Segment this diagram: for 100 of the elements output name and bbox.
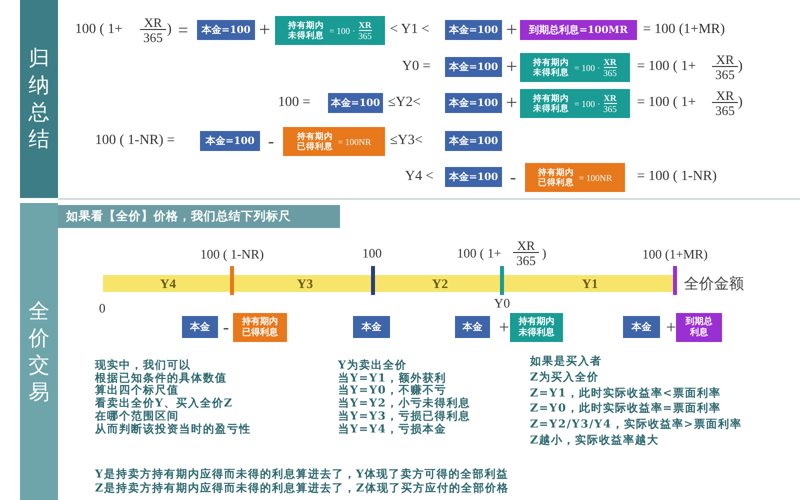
box-text: 持有期内已得利息 — [296, 132, 334, 152]
fraction-denominator: 365 — [603, 68, 617, 78]
fraction-denominator: 365 — [142, 31, 164, 44]
sidebar-band: 全价交易 — [20, 203, 58, 500]
formula-box: 本金=100 — [328, 93, 383, 113]
formula-text: ≤Y2< — [388, 96, 421, 110]
formula-box: 本金 — [455, 316, 490, 338]
note-line: 从而判断该投资当时的盈亏性 — [95, 423, 251, 434]
note-line: 如果是买入者 — [530, 356, 602, 366]
note-line: Y为卖出全价 — [338, 360, 407, 370]
formula-text: = 100 ( 1+ — [637, 60, 696, 74]
formula-text: = 100 · — [574, 98, 600, 108]
formula-text: = 100 · — [574, 62, 600, 72]
formula-text: 100 — [362, 246, 382, 260]
formula-box: 本金=100 — [445, 20, 502, 40]
formula-text: Y0 = — [402, 60, 431, 74]
box-text: 持有期内未得利息 — [533, 58, 570, 78]
formula-text: ) — [738, 96, 743, 110]
formula-text: = 100 ( 1+ — [637, 96, 696, 110]
formula-text: ) — [738, 60, 743, 74]
segment-label: Y4 — [160, 276, 176, 292]
formula-box: 本金 — [623, 316, 660, 338]
operator-sign: + — [666, 318, 676, 336]
formula-text: 100 (1+MR) — [642, 248, 708, 260]
formula-text: 100 ( 1+ — [75, 23, 123, 37]
formula-text: = 100NR — [578, 172, 612, 182]
formula-text: 100 ( 1-NR) = — [95, 134, 175, 148]
scale-bar — [103, 275, 673, 292]
formula-text: ≤Y3< — [390, 134, 423, 148]
note-line: Y是持卖方持有期内应得而未得的利息算进去了，Y体现了卖方可得的全部利益 — [95, 468, 509, 480]
formula-box: 本金=100 — [200, 131, 260, 151]
note-line: 根据已知条件的具体数值 — [95, 372, 227, 384]
note-line: 当Y=Y3，亏损已得利息 — [338, 410, 471, 422]
operator-sign: + — [499, 318, 510, 336]
note-line: Z=Y0，此时实际收益率=票面利率 — [530, 402, 721, 414]
formula-text: < Y1 < — [390, 23, 430, 37]
formula-box: 本金 — [182, 316, 218, 338]
operator-sign: + — [506, 93, 518, 113]
operator-sign: - — [510, 168, 516, 186]
formula-box: 到期总利息 — [676, 313, 722, 342]
formula-text: 100 ( 1+ — [457, 246, 502, 260]
segment-label: Y1 — [582, 276, 598, 292]
note-line: Z为买入全价 — [530, 371, 600, 382]
formula-box: 本金=100 — [197, 20, 255, 40]
operator-sign: + — [259, 20, 270, 40]
formula-box: 本金=100 — [445, 167, 502, 187]
formula-box: 本金=100 — [445, 93, 502, 113]
formula-box — [520, 53, 630, 82]
segment-label: Y2 — [432, 276, 448, 292]
fraction-denominator: 365 — [714, 104, 736, 117]
fraction-numerator: XR — [604, 93, 617, 104]
note-line: 在哪个范围区间 — [95, 410, 179, 422]
formula-box: 本金=100 — [445, 57, 502, 77]
formula-text: = 100 · — [329, 26, 356, 36]
note-line: 算出四个标尺值 — [95, 384, 179, 396]
box-text: 持有期内已得利息 — [538, 168, 575, 188]
formula-text: = 100NR — [338, 136, 372, 146]
box-text: 持有期内未得利息 — [288, 20, 326, 40]
formula-box: 本金=100 — [445, 131, 502, 151]
formula-box — [275, 16, 385, 45]
formula-text: ) — [167, 23, 172, 37]
fraction-denominator: 365 — [714, 68, 736, 81]
fraction-numerator: XR — [712, 53, 738, 67]
fraction-numerator: XR — [513, 239, 539, 253]
formula-box — [283, 127, 385, 156]
formula-text: Y4 < — [405, 170, 434, 184]
operator-sign: - — [268, 132, 274, 150]
formula-text: = 100 (1+MR) — [643, 23, 725, 37]
operator-sign: - — [223, 318, 229, 336]
note-line: 当Y=Y2，小亏未得利息 — [338, 398, 471, 409]
fraction-denominator: 365 — [358, 31, 372, 41]
fraction-numerator: XR — [140, 16, 166, 30]
formula-text: Y0 — [494, 296, 510, 310]
note-line: 当Y=Y4，亏损本金 — [338, 423, 447, 434]
formula-box: 持有期内未得利息 — [510, 313, 563, 342]
formula-text: 100 = — [278, 96, 310, 110]
fraction-numerator: XR — [358, 20, 372, 31]
banner: 如果看【全价】价格，我们总结下列标尺 — [58, 205, 340, 228]
sidebar-band: 归纳总结 — [20, 0, 58, 198]
axis-label: 全价金额 — [684, 276, 744, 292]
box-text: 持有期内未得利息 — [533, 94, 570, 114]
note-line: Z越小，实际收益率越大 — [530, 434, 660, 446]
operator-sign: = — [178, 21, 188, 39]
formula-box: 持有期内已得利息 — [233, 313, 287, 342]
formula-text: 0 — [99, 302, 106, 314]
formula-box — [525, 163, 625, 192]
note-line: 看卖出全价Y、买入全价Z — [95, 398, 233, 409]
fraction-denominator: 365 — [603, 104, 617, 114]
note-line: 现实中，我们可以 — [95, 360, 191, 370]
fraction-numerator: XR — [604, 57, 617, 68]
fraction-denominator: 365 — [515, 254, 537, 267]
operator-sign: + — [506, 20, 518, 40]
note-line: Z是持卖方持有期内应得而未得的利息算进去了，Z体现了买方应付的全部价格 — [95, 482, 510, 494]
formula-box: 到期总利息=100MR — [520, 20, 637, 40]
formula-text: 100 ( 1-NR) — [200, 248, 264, 260]
operator-sign: + — [506, 57, 518, 77]
note-line: Z=Y2/Y3/Y4，实际收益率>票面利率 — [530, 418, 742, 430]
note-line: Z=Y1，此时实际收益率<票面利率 — [530, 387, 721, 398]
segment-label: Y3 — [297, 276, 313, 292]
formula-box — [520, 89, 630, 118]
